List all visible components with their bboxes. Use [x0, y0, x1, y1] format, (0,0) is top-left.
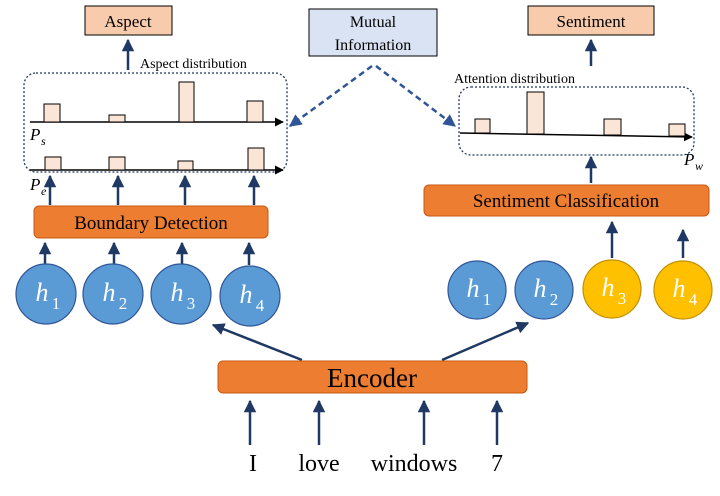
aspect-output-label: Aspect	[104, 12, 151, 31]
ps-bar-4	[246, 100, 264, 123]
left-hidden-1-base: h	[36, 278, 49, 307]
right-hidden-state-1: h 1	[447, 260, 507, 320]
left-hidden-state-1: h 1	[15, 263, 77, 325]
encoder-box: Encoder	[217, 360, 528, 394]
right-hidden-state-2: h 2	[514, 260, 574, 320]
pe-bar-1	[44, 156, 62, 171]
left-hidden-state-2: h 2	[82, 263, 144, 325]
ps-bar-1	[43, 103, 61, 123]
right-hidden-3-base: h	[602, 273, 615, 302]
left-hidden-3-sub: 3	[187, 294, 196, 313]
right-hidden-state-3: h 3	[582, 259, 642, 319]
right-hidden-4-base: h	[673, 274, 686, 303]
boundary-detection-box: Boundary Detection	[33, 205, 269, 239]
pe-label-base: P	[29, 175, 40, 194]
aspect-output-box: Aspect	[84, 5, 173, 36]
attention-distribution-box	[458, 86, 695, 156]
left-hidden-4-base: h	[240, 280, 253, 309]
sentiment-output-label: Sentiment	[557, 12, 626, 31]
ps-label-sub: s	[41, 134, 46, 148]
aspect-distribution-label: Aspect distribution	[140, 57, 247, 72]
mutual-information-box: Mutual Information	[308, 8, 438, 57]
pw-label-sub: w	[695, 159, 703, 173]
pe-label: P e	[29, 175, 47, 198]
token-1: I	[249, 451, 257, 477]
dashed-arrow-to-aspect-distribution	[288, 64, 373, 128]
mutual-information-line1: Mutual	[350, 14, 397, 31]
mutual-information-line2: Information	[335, 37, 411, 54]
boundary-detection-label: Boundary Detection	[74, 213, 228, 234]
pw-label: P w	[683, 150, 703, 173]
sentiment-classification-box: Sentiment Classification	[423, 184, 710, 217]
left-hidden-state-3: h 3	[150, 263, 212, 325]
ps-label-base: P	[29, 125, 40, 144]
right-hidden-state-4: h 4	[653, 260, 713, 320]
pe-label-sub: e	[41, 184, 47, 198]
ps-bar-2	[108, 114, 126, 123]
ps-label: P s	[29, 125, 46, 148]
pw-bar-3	[603, 118, 622, 136]
token-3: windows	[371, 451, 458, 477]
right-hidden-4-sub: 4	[689, 290, 698, 309]
pw-bar-1	[474, 118, 491, 134]
pw-label-base: P	[683, 150, 694, 169]
left-hidden-1-sub: 1	[52, 294, 61, 313]
left-hidden-state-4: h 4	[219, 265, 281, 327]
pw-bar-2	[526, 91, 545, 135]
sentiment-output-box: Sentiment	[527, 5, 655, 36]
token-2: love	[298, 451, 339, 477]
arrow-encoder-to-right-hidden	[441, 321, 530, 362]
pw-axis	[459, 132, 693, 142]
right-hidden-2-sub: 2	[550, 290, 559, 309]
pe-bar-2	[108, 156, 126, 171]
right-hidden-1-base: h	[467, 274, 480, 303]
pe-bar-4	[247, 147, 265, 171]
attention-distribution-label: Attention distribution	[454, 72, 575, 87]
dashed-arrow-to-attention-distribution	[375, 65, 456, 127]
encoder-label: Encoder	[327, 363, 417, 393]
left-hidden-3-base: h	[171, 278, 184, 307]
left-hidden-4-sub: 4	[256, 296, 265, 315]
right-hidden-1-sub: 1	[483, 290, 492, 309]
pe-bar-3	[177, 160, 194, 171]
right-hidden-3-sub: 3	[618, 289, 627, 308]
arrow-encoder-to-left-hidden	[211, 323, 303, 362]
right-hidden-2-base: h	[534, 274, 547, 303]
left-hidden-2-base: h	[103, 278, 116, 307]
token-4: 7	[491, 451, 503, 477]
pw-bar-4	[668, 123, 686, 137]
left-hidden-2-sub: 2	[119, 294, 128, 313]
ps-bar-3	[178, 81, 195, 123]
sentiment-classification-label: Sentiment Classification	[473, 191, 660, 212]
